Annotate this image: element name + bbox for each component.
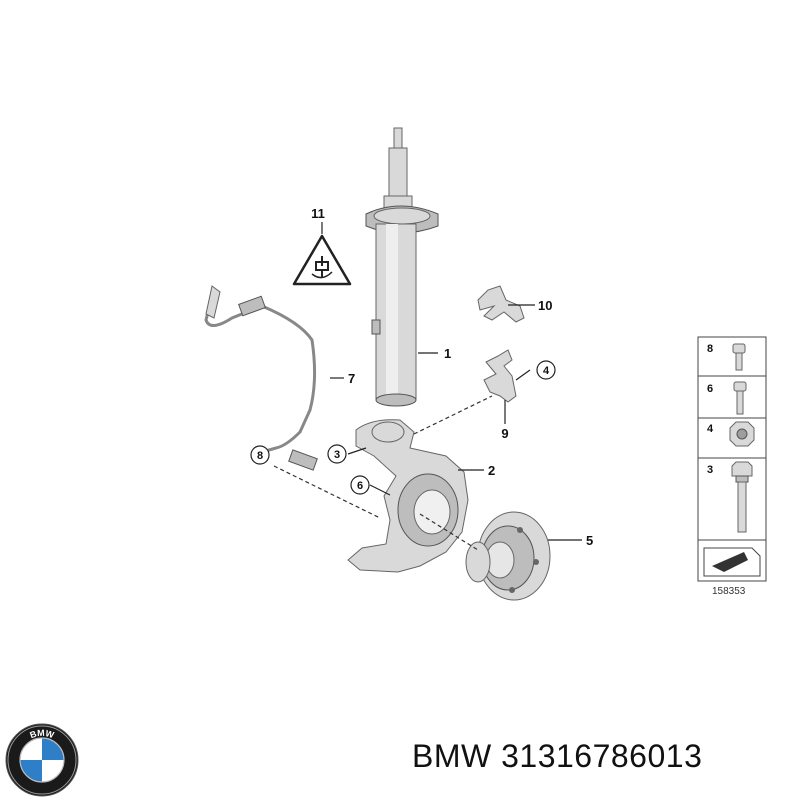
svg-text:4: 4 bbox=[543, 365, 550, 377]
bracket-part-9 bbox=[483, 349, 517, 403]
bracket-part-10 bbox=[477, 285, 525, 323]
circled-label-part-6: 6 bbox=[350, 475, 370, 495]
label-part-1: 1 bbox=[444, 346, 451, 361]
warning-symbol-icon bbox=[292, 234, 352, 286]
brake-wear-sensor-cable bbox=[204, 285, 318, 471]
label-part-7: 7 bbox=[348, 371, 355, 386]
bmw-logo-icon: BMW bbox=[5, 723, 79, 797]
caption-part-number: 31316786013 bbox=[501, 738, 703, 774]
circled-label-part-3: 3 bbox=[327, 444, 347, 464]
label-part-2: 2 bbox=[488, 463, 495, 478]
caption-brand: BMW bbox=[412, 738, 492, 774]
legend-item-3: 3 bbox=[707, 464, 713, 476]
wheel-hub bbox=[465, 511, 551, 601]
strut-assembly bbox=[365, 127, 439, 407]
legend-item-6: 6 bbox=[707, 383, 713, 395]
svg-text:BMW: BMW bbox=[28, 728, 55, 740]
legend-item-8: 8 bbox=[707, 343, 713, 355]
circled-label-part-4: 4 bbox=[536, 360, 556, 380]
label-part-5: 5 bbox=[586, 533, 593, 548]
label-part-11: 11 bbox=[311, 206, 325, 221]
svg-text:8: 8 bbox=[257, 450, 263, 462]
product-caption: BMW 31316786013 bbox=[412, 738, 702, 775]
steering-knuckle bbox=[347, 419, 469, 573]
label-part-9: 9 bbox=[501, 426, 508, 441]
legend-item-4: 4 bbox=[707, 423, 714, 435]
circled-label-part-8: 8 bbox=[250, 445, 270, 465]
label-part-10: 10 bbox=[538, 298, 552, 313]
figure-number: 158353 bbox=[712, 586, 746, 597]
svg-text:6: 6 bbox=[357, 480, 363, 492]
fastener-legend: 8 6 4 3 bbox=[697, 336, 767, 582]
svg-text:3: 3 bbox=[334, 449, 340, 461]
